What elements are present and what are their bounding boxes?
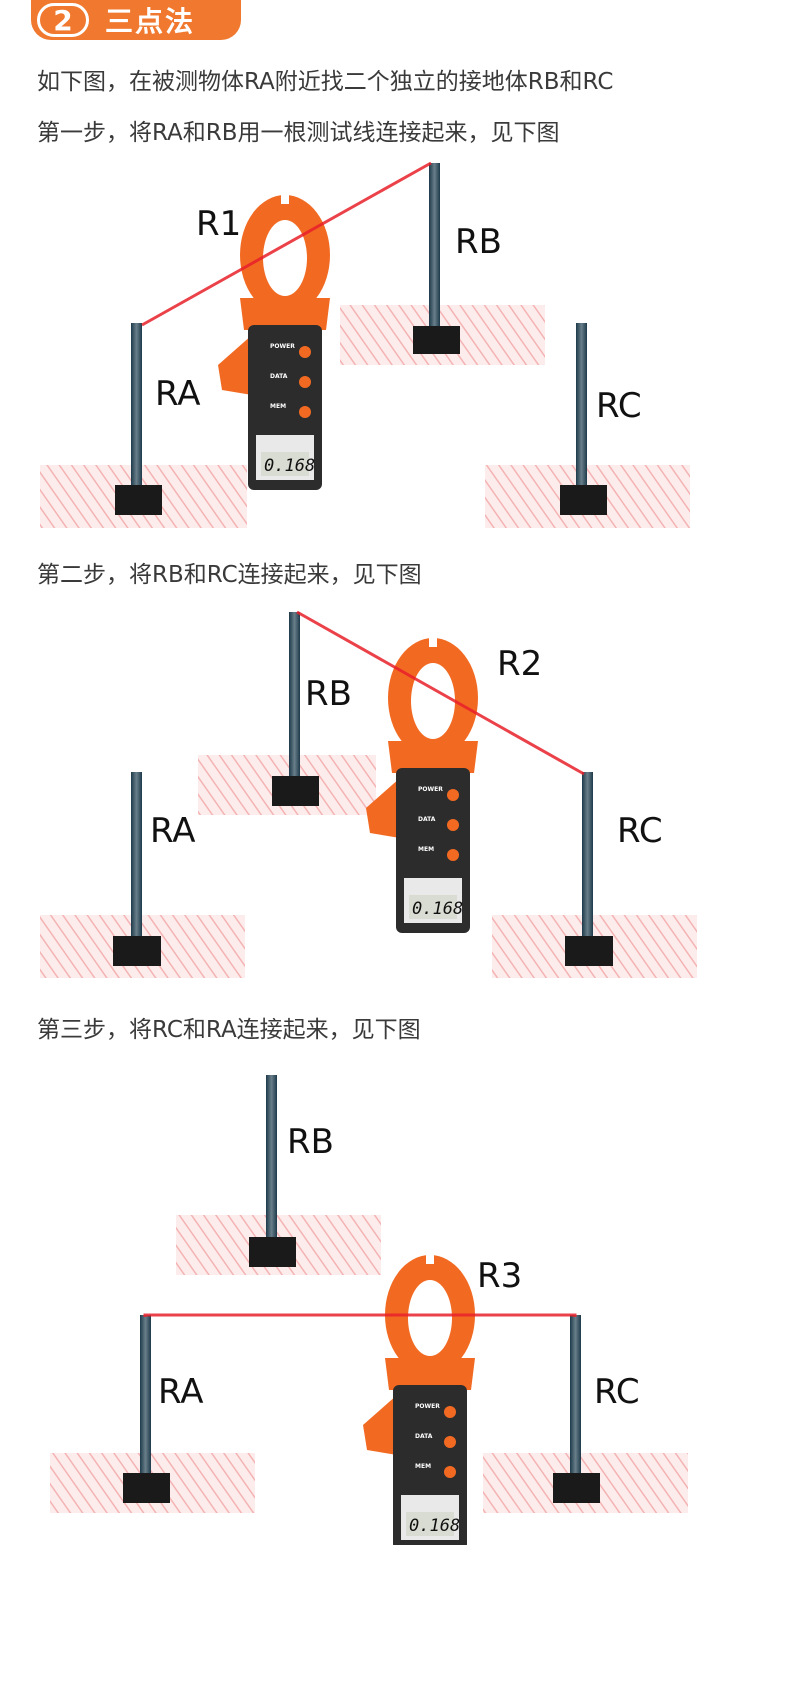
label-rc: RC [596, 386, 642, 426]
rod-rb [266, 1075, 277, 1243]
label-ra: RA [155, 374, 201, 414]
svg-text:DATA: DATA [418, 816, 436, 823]
clamp-meter-2: POWER DATA MEM 0.168 [366, 633, 478, 933]
label-ra: RA [150, 811, 196, 851]
label-rb: RB [305, 674, 352, 714]
intro-text: 如下图，在被测物体RA附近找二个独立的接地体RB和RC [37, 69, 614, 95]
base-rb [249, 1237, 296, 1267]
step2-text: 第二步，将RB和RC连接起来，见下图 [37, 562, 422, 588]
base-rc [553, 1473, 600, 1503]
section-badge: 2 三点法 [31, 0, 241, 40]
svg-text:DATA: DATA [415, 1433, 433, 1440]
step3-text: 第三步，将RC和RA连接起来，见下图 [37, 1017, 421, 1043]
svg-text:0.168: 0.168 [409, 1516, 460, 1536]
svg-text:MEM: MEM [270, 403, 286, 410]
label-ra: RA [158, 1372, 204, 1412]
section-title: 三点法 [105, 5, 196, 38]
label-r1: R1 [196, 204, 241, 244]
rod-ra [131, 323, 142, 491]
rod-rc [576, 323, 587, 491]
base-rb [413, 326, 460, 354]
diagram-step2: POWER DATA MEM 0.168 R2 RB RA RC [40, 610, 697, 978]
rod-rb [429, 163, 440, 331]
base-ra [113, 936, 161, 966]
svg-text:DATA: DATA [270, 373, 288, 380]
wire-rb-rc [296, 610, 585, 776]
base-rb [272, 776, 319, 806]
rod-rc [570, 1315, 581, 1480]
svg-text:POWER: POWER [418, 786, 443, 793]
rod-ra [140, 1315, 151, 1480]
svg-text:POWER: POWER [270, 343, 295, 350]
diagram-step1: POWER DATA MEM 0.168 R1 RB RA RC [40, 161, 690, 528]
wire-rc-ra [143, 1313, 577, 1317]
label-rc: RC [617, 811, 663, 851]
clamp-meter-1: POWER DATA MEM 0.168 [218, 190, 330, 490]
rod-ra [131, 772, 142, 938]
svg-text:0.168: 0.168 [264, 456, 315, 476]
section-number: 2 [37, 3, 89, 37]
step1-text: 第一步，将RA和RB用一根测试线连接起来，见下图 [37, 120, 560, 146]
svg-text:0.168: 0.168 [412, 899, 463, 919]
base-rc [560, 485, 607, 515]
base-ra [123, 1473, 170, 1503]
label-r3: R3 [477, 1256, 522, 1296]
base-rc [565, 936, 613, 966]
label-r2: R2 [497, 644, 542, 684]
rod-rc [582, 772, 593, 938]
rod-rb [289, 612, 300, 780]
label-rb: RB [455, 222, 502, 262]
svg-text:POWER: POWER [415, 1403, 440, 1410]
label-rb: RB [287, 1122, 334, 1162]
diagram-step3: POWER DATA MEM 0.168 RB R3 RA RC [50, 1075, 688, 1545]
clamp-meter-3: POWER DATA MEM 0.168 [363, 1250, 475, 1545]
label-rc: RC [594, 1372, 640, 1412]
wire-ra-rb [141, 161, 432, 327]
svg-text:MEM: MEM [418, 846, 434, 853]
base-ra [115, 485, 162, 515]
svg-text:MEM: MEM [415, 1463, 431, 1470]
